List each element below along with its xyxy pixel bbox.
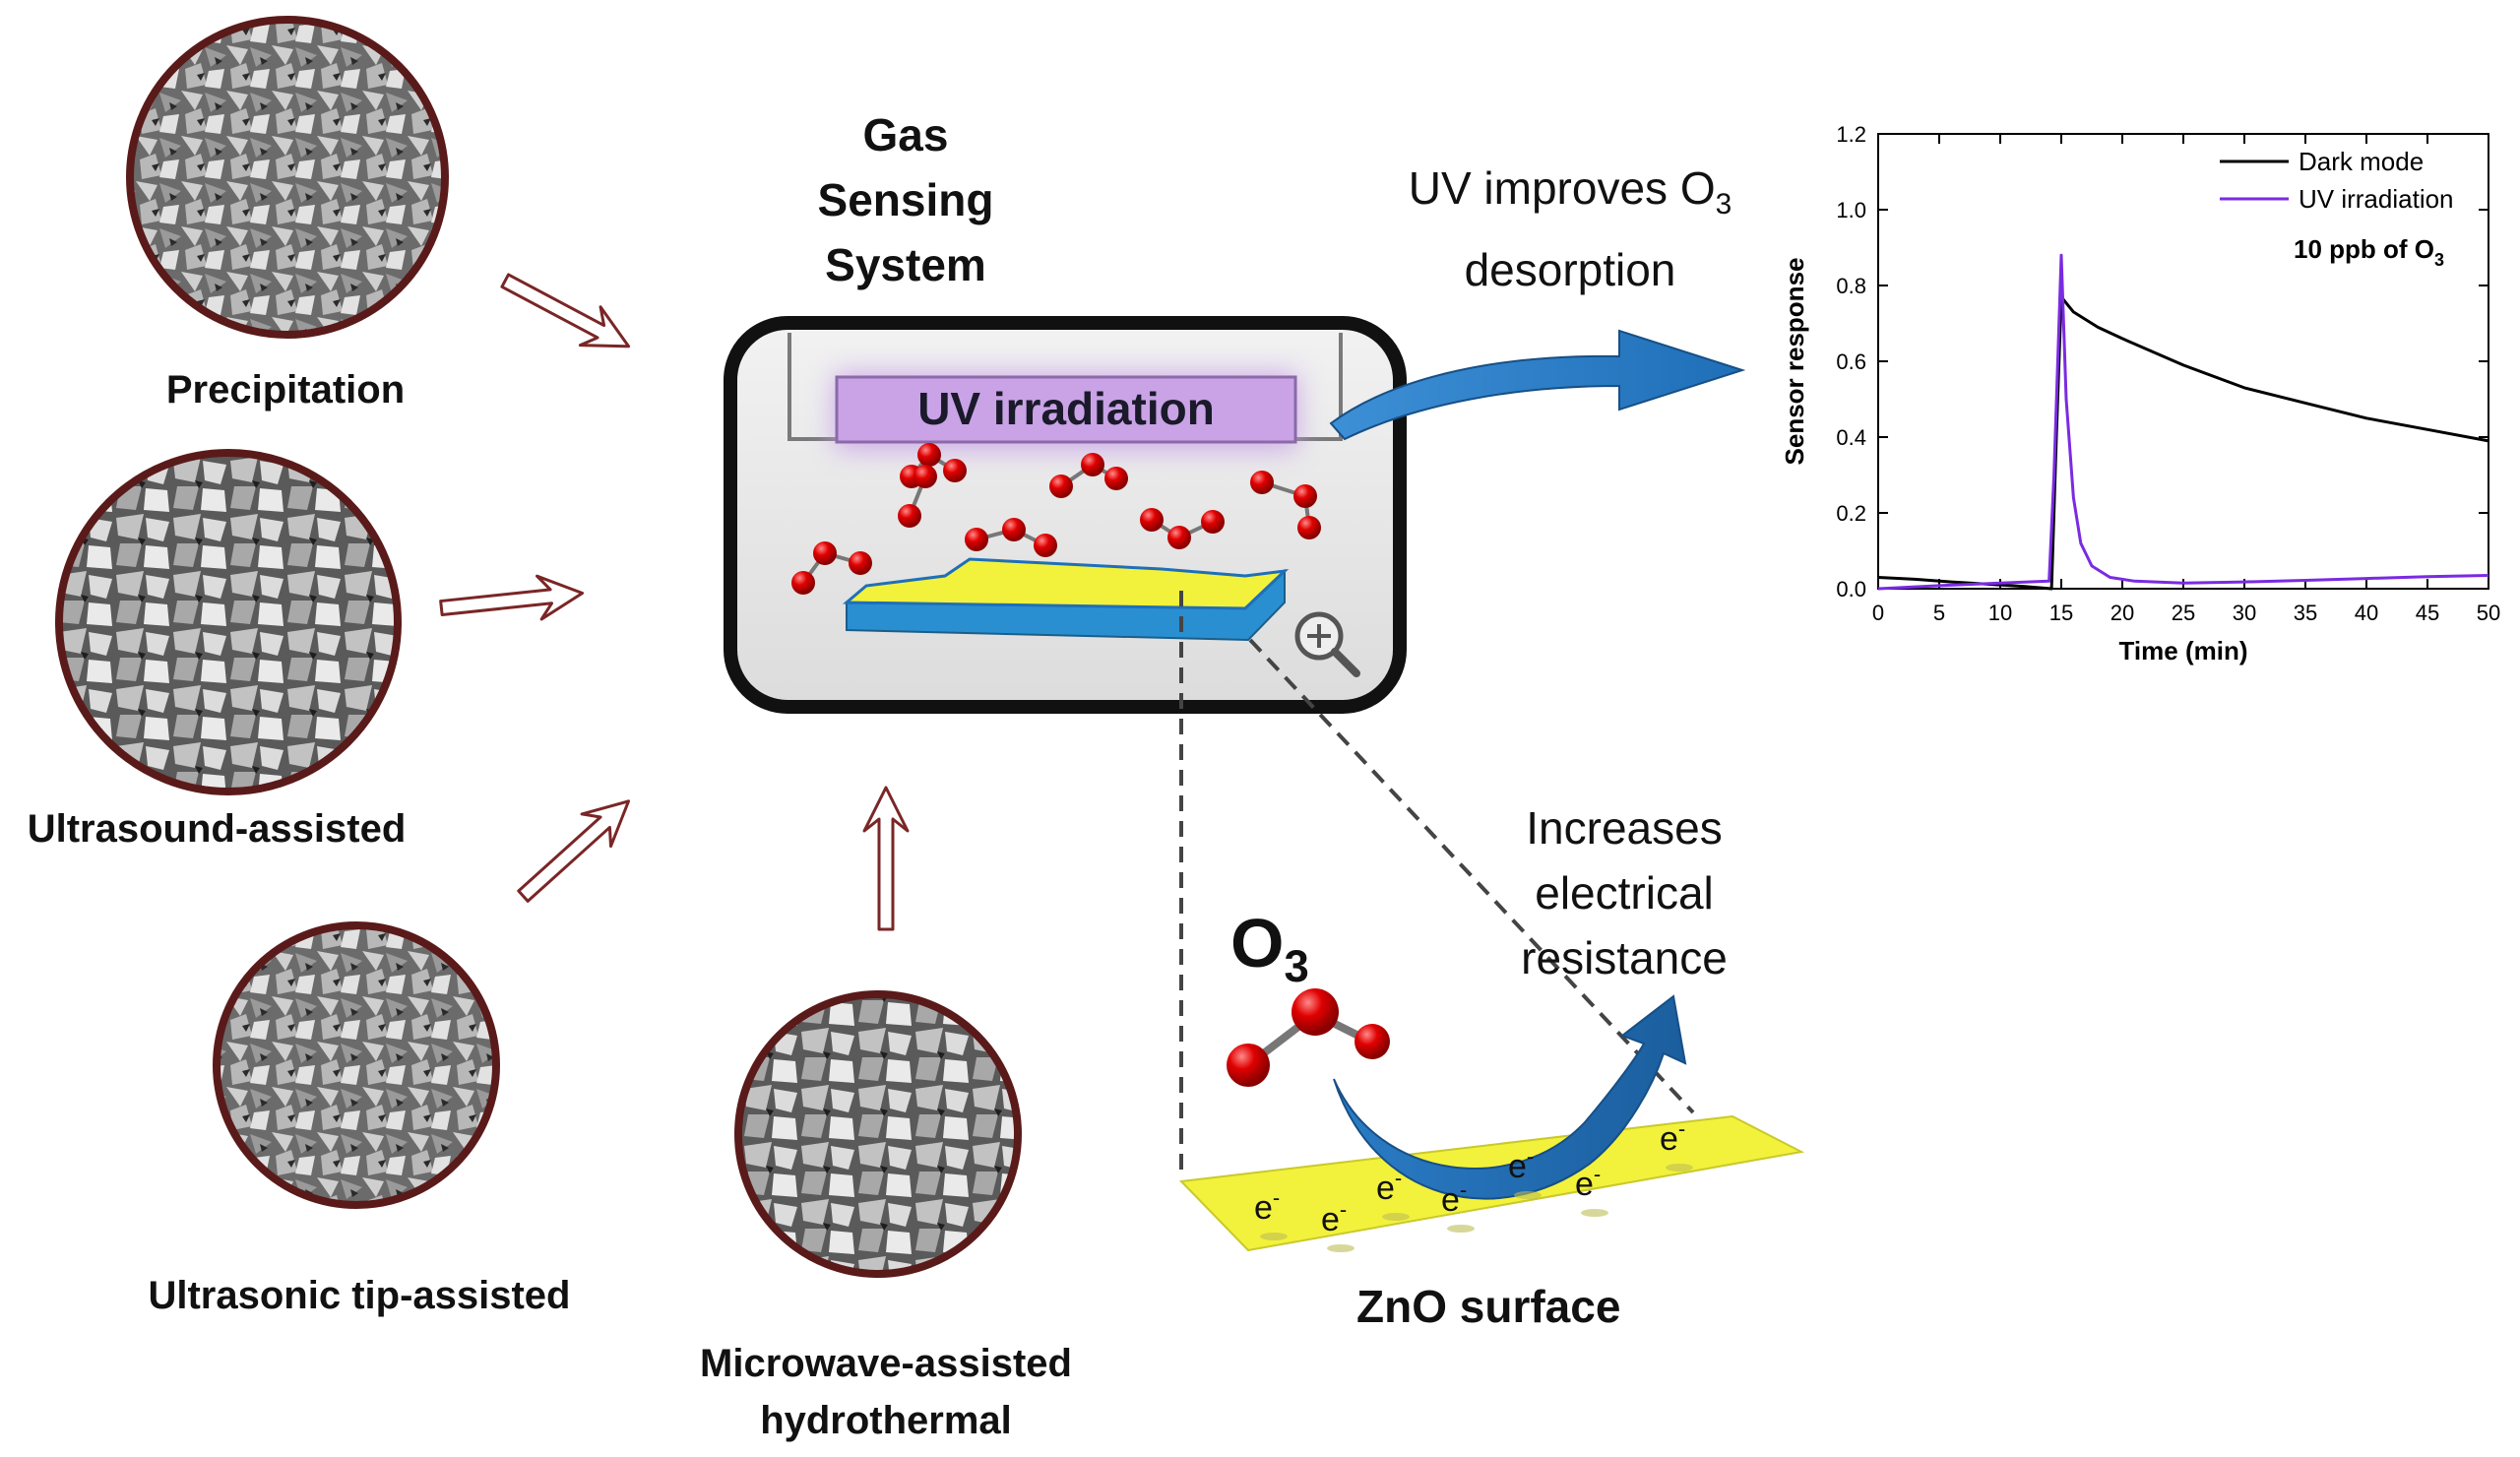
method-label-ultrasonic-tip: Ultrasonic tip-assisted [148, 1274, 571, 1317]
arrow-microwave [862, 786, 910, 931]
x-tick-label: 10 [1988, 601, 2012, 625]
x-tick-label: 20 [2110, 601, 2134, 625]
sem-image-ultrasound [55, 449, 402, 795]
arrows-methods-to-system [439, 273, 910, 931]
method-label-microwave: Microwave-assisted hydrothermal [700, 1342, 1072, 1442]
electron-transfer-arrow [1333, 994, 1687, 1200]
zoom-in-icon [1294, 611, 1360, 677]
sensing-chamber [724, 316, 1407, 714]
series-line-0 [1877, 295, 2489, 591]
system-title-line-2: Sensing [817, 174, 994, 225]
system-title: Gas Sensing System [778, 102, 1034, 297]
uv-irradiation-label: UV irradiation [917, 383, 1215, 434]
x-axis-label: Time (min) [2119, 636, 2248, 665]
ozone-label: O3 [1230, 905, 1309, 991]
chamber-ozone-molecules [791, 443, 1321, 595]
system-title-line-1: Gas [862, 109, 949, 160]
x-tick-label: 45 [2416, 601, 2439, 625]
resistance-note-line-1: Increases [1526, 802, 1723, 854]
zoom-lines [1179, 591, 1695, 1179]
arrow-to-chart [1329, 329, 1746, 441]
sem-image-ultrasonic-tip [213, 921, 500, 1209]
method-label-ultrasound: Ultrasound-assisted [27, 807, 407, 851]
y-tick-label: 1.0 [1836, 198, 1866, 222]
ozone-molecule-small [965, 518, 1057, 557]
legend-label: Dark mode [2299, 147, 2424, 176]
x-tick-label: 5 [1933, 601, 1945, 625]
arrow-ultrasound [439, 574, 585, 621]
method-label-precipitation: Precipitation [165, 368, 406, 412]
uv-note-line-1: UV improves O3 [1408, 162, 1732, 222]
x-tick-label: 35 [2294, 601, 2317, 625]
resistance-note-line-3: resistance [1521, 932, 1728, 983]
ozone-molecule-small [791, 541, 872, 595]
x-tick-label: 25 [2172, 601, 2195, 625]
x-tick-label: 15 [2049, 601, 2073, 625]
resistance-note: Increases electrical resistance [1477, 795, 1772, 990]
x-tick-label: 40 [2355, 601, 2378, 625]
sem-image-microwave [734, 990, 1022, 1278]
uv-note: UV improves O3 desorption [1373, 156, 1767, 302]
ozone-molecule-small [898, 465, 937, 528]
y-tick-label: 1.2 [1836, 122, 1866, 147]
y-tick-label: 0.0 [1836, 577, 1866, 602]
system-title-line-3: System [825, 239, 986, 290]
y-tick-label: 0.8 [1836, 274, 1866, 298]
legend-label: UV irradiation [2299, 184, 2454, 214]
y-tick-label: 0.2 [1836, 501, 1866, 526]
electron-label: e- [1575, 1162, 1601, 1203]
series-line-1 [1877, 253, 2489, 591]
y-axis-label: Sensor response [1780, 258, 1809, 466]
chart-annotation: 10 ppb of O3 [2294, 234, 2444, 270]
zno-surface-label: ZnO surface [1356, 1281, 1621, 1332]
zno-slab [842, 557, 1290, 642]
y-tick-label: 0.6 [1836, 349, 1866, 374]
uv-note-line-2: desorption [1464, 244, 1676, 296]
ozone-molecule-small [1049, 453, 1128, 498]
ozone-molecule-small [1140, 508, 1225, 549]
arrow-precipitation [500, 273, 631, 348]
resistance-note-line-2: electrical [1535, 867, 1714, 919]
ozone-molecule-large [1227, 988, 1390, 1087]
sensor-response-chart: 0 5 10 15 20 25 30 35 40 45 50 0.0 0.2 0.4 0.6 0.8 1.0 1.… [1780, 122, 2500, 665]
y-tick-label: 0.4 [1836, 425, 1866, 450]
x-tick-label: 0 [1872, 601, 1884, 625]
arrow-ultrasonic-tip [517, 799, 631, 903]
ozone-molecule-small [1250, 471, 1321, 539]
x-tick-label: 50 [2477, 601, 2500, 625]
x-tick-label: 30 [2233, 601, 2256, 625]
sem-image-precipitation [126, 16, 449, 339]
